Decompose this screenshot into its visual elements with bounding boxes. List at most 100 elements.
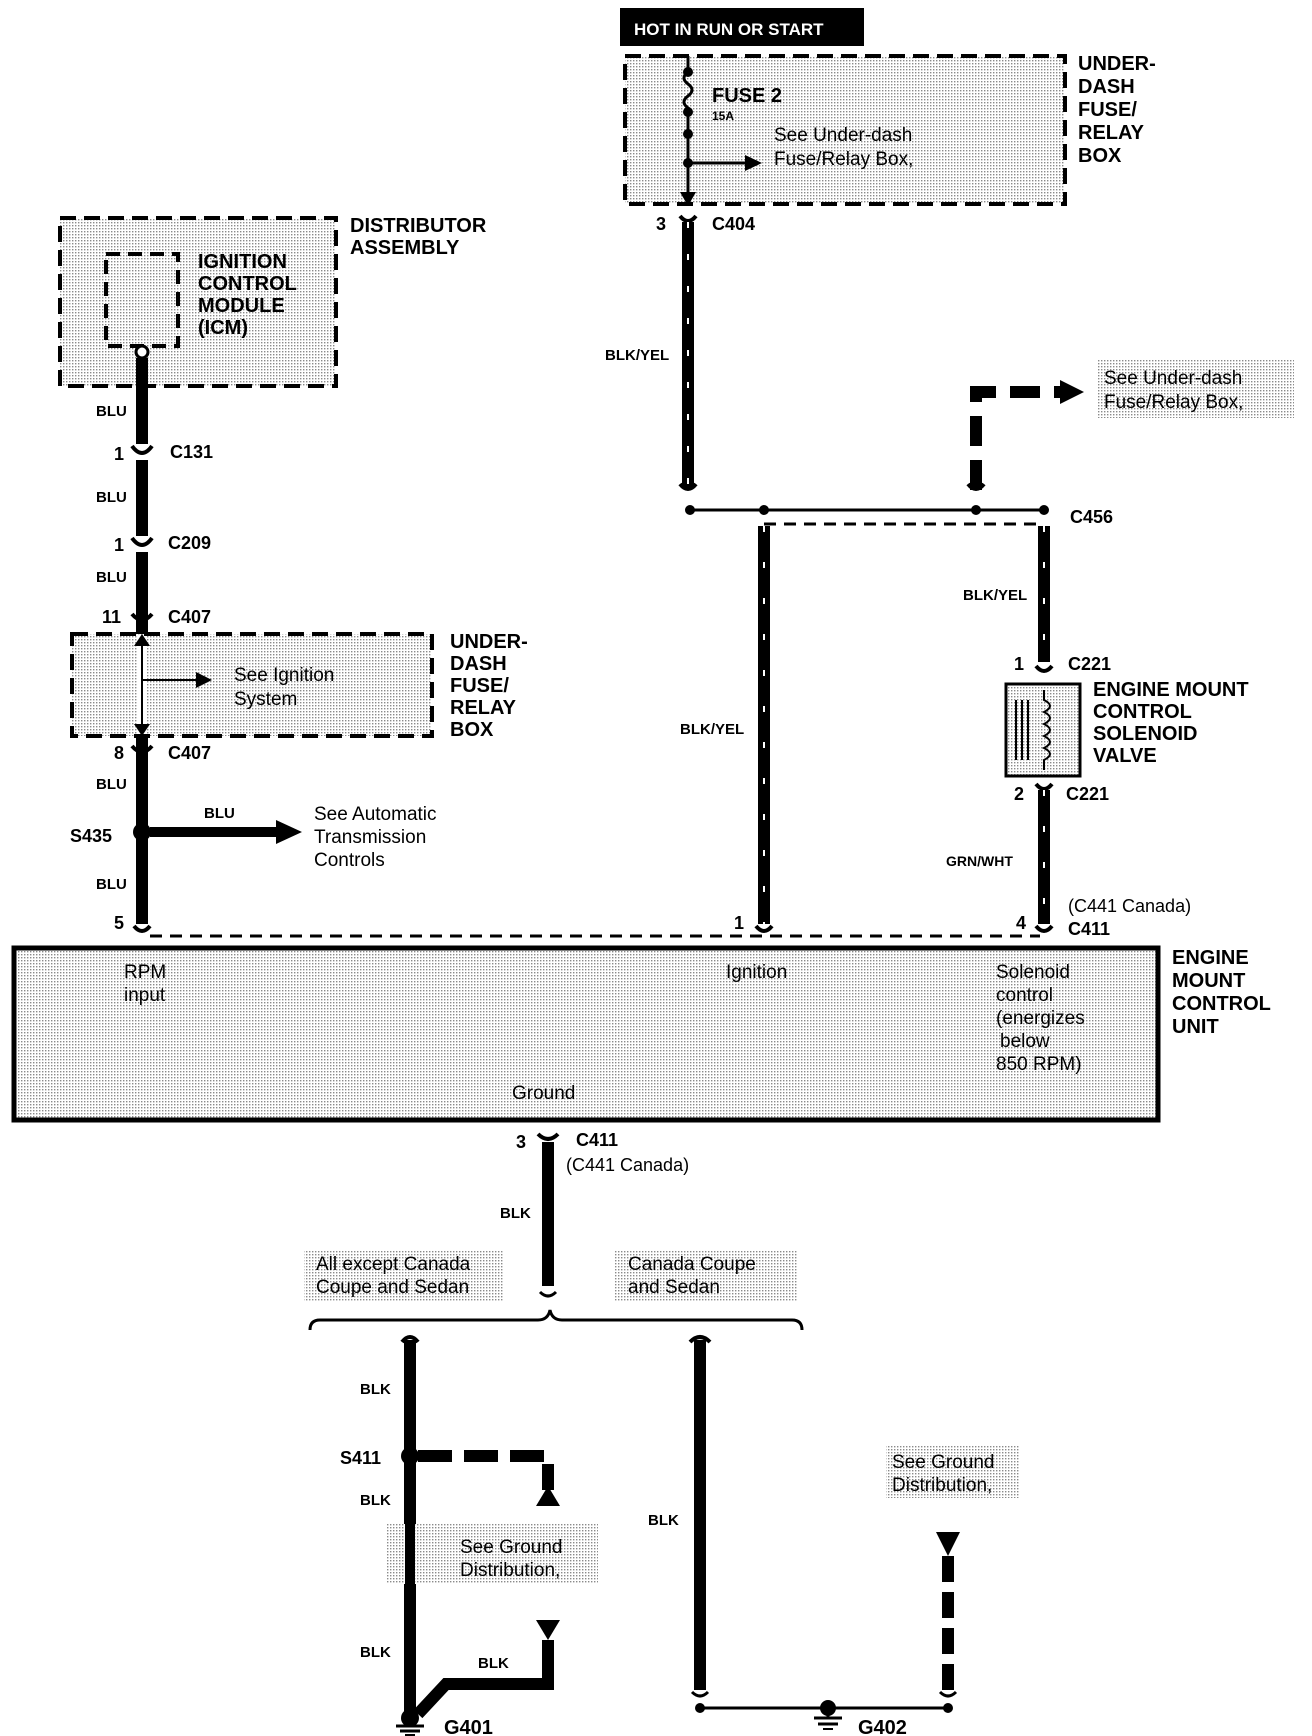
right-ref-box (1098, 360, 1294, 418)
svg-text:MODULE: MODULE (198, 295, 285, 317)
variant-b-line-2: and Sedan (628, 1277, 720, 1298)
wire-label-blk-3: BLK (360, 1492, 391, 1509)
svg-text:Transmission: Transmission (314, 827, 426, 848)
c209-pin: 1 (114, 535, 124, 555)
wire-label-blu-5: BLU (96, 876, 127, 893)
wire-branch-right (970, 386, 1060, 490)
ecu-rpm-label-1: RPM (124, 962, 166, 983)
variant-b-line-1: Canada Coupe (628, 1254, 756, 1275)
arrow-right-icon (196, 672, 212, 688)
ecu-ground-label: Ground (512, 1083, 575, 1104)
ecu-title: ENGINE MOUNT CONTROL UNIT (1172, 947, 1271, 1038)
variant-a-line-2: Coupe and Sedan (316, 1277, 469, 1298)
svg-text:BOX: BOX (1078, 145, 1122, 167)
svg-text:UNDER-: UNDER- (450, 631, 528, 653)
arrow-down-icon (536, 1620, 560, 1640)
wire-label-blk-yel-3: BLK/YEL (963, 587, 1027, 604)
c221-bot-label: C221 (1066, 784, 1109, 804)
g401-label: G401 (444, 1717, 493, 1736)
svg-text:BOX: BOX (450, 719, 494, 741)
c456-label: C456 (1070, 507, 1113, 527)
coil-icon (1041, 690, 1051, 770)
splice-s435 (133, 823, 151, 841)
right-ref-line-1: See Under-dash (1104, 368, 1242, 389)
ecu-pin-1: 1 (734, 913, 744, 933)
variant-brace (308, 1309, 804, 1331)
arrow-right-icon (745, 155, 762, 171)
svg-text:UNIT: UNIT (1172, 1016, 1219, 1038)
svg-text:Solenoid: Solenoid (996, 962, 1070, 983)
svg-text:CONTROL: CONTROL (1172, 993, 1271, 1015)
variant-b-box (614, 1250, 798, 1302)
arrow-right-icon (276, 820, 302, 844)
c407-bot-label: C407 (168, 743, 211, 763)
right-ref-line-2: Fuse/Relay Box, (1104, 392, 1243, 413)
svg-text:MOUNT: MOUNT (1172, 970, 1245, 992)
svg-text:control: control (996, 985, 1053, 1006)
ground-g402-icon (814, 1712, 842, 1730)
ecu-ignition-label: Ignition (726, 962, 787, 983)
ecu-pin-4: 4 (1016, 913, 1026, 933)
svg-text:UNDER-: UNDER- (1078, 53, 1156, 75)
fuse-rating: 15A (712, 109, 734, 123)
c221-top-label: C221 (1068, 654, 1111, 674)
c209-label: C209 (168, 533, 211, 553)
svg-text:below: below (1000, 1031, 1050, 1052)
underdash-fuse-box-left (70, 632, 434, 738)
c407-bot-pin: 8 (114, 743, 124, 763)
wire-label-blk-yel-2: BLK/YEL (680, 721, 744, 738)
wire-label-blk-1: BLK (500, 1205, 531, 1222)
c407-top-label: C407 (168, 607, 211, 627)
underdash-box-title-left: UNDER- DASH FUSE/ RELAY BOX (450, 631, 528, 741)
see-ground-1-line-1: See Ground (460, 1537, 562, 1558)
arrow-down-icon (936, 1532, 960, 1556)
underdash-box-title-top: UNDER- DASH FUSE/ RELAY BOX (1078, 53, 1156, 167)
svg-text:DISTRIBUTOR: DISTRIBUTOR (350, 215, 487, 237)
wire-label-blk-2: BLK (360, 1381, 391, 1398)
variant-a-box (304, 1250, 504, 1302)
see-ground-ref-2 (886, 1446, 1020, 1498)
fuse-see-line-1: See Under-dash (774, 125, 912, 146)
c411-bot-pin: 3 (516, 1132, 526, 1152)
c407-top-pin: 11 (102, 607, 121, 627)
svg-text:CONTROL: CONTROL (1093, 701, 1192, 723)
s411-label: S411 (340, 1448, 381, 1468)
arrow-down-icon (680, 192, 696, 206)
arrow-right-icon (1060, 380, 1084, 404)
svg-text:(energizes: (energizes (996, 1008, 1085, 1029)
c131-pin: 1 (114, 444, 124, 464)
arrow-up-icon (536, 1486, 560, 1506)
left-box-see-line-1: See Ignition (234, 665, 334, 686)
left-box-see-line-2: System (234, 689, 297, 710)
distributor-title: DISTRIBUTOR ASSEMBLY (350, 215, 487, 259)
c441-top-label: (C441 Canada) (1068, 896, 1191, 916)
s435-label: S435 (70, 826, 112, 846)
c131-label: C131 (170, 442, 213, 462)
engine-mount-control-unit (11, 945, 1161, 1123)
wire-label-blk-4: BLK (360, 1644, 391, 1661)
g402-label: G402 (858, 1717, 907, 1736)
ecu-rpm-label-2: input (124, 985, 166, 1006)
svg-text:FUSE/: FUSE/ (450, 675, 509, 697)
icm-title: IGNITION CONTROL MODULE (ICM) (198, 251, 297, 339)
ground-g401-icon (396, 1722, 424, 1736)
c411-bot-label: C411 (576, 1130, 618, 1150)
fuse-see-line-2: Fuse/Relay Box, (774, 149, 913, 170)
svg-text:RELAY: RELAY (1078, 122, 1145, 144)
wire-label-blu-1: BLU (96, 403, 127, 420)
wire-label-blk-6: BLK (648, 1512, 679, 1529)
variant-a-line-1: All except Canada (316, 1254, 471, 1275)
c221-top-pin: 1 (1014, 654, 1024, 674)
ecu-pin-5: 5 (114, 913, 124, 933)
underdash-fuse-box-top (623, 54, 1067, 206)
c221-bot-pin: 2 (1014, 784, 1024, 804)
hot-in-run-start-banner (620, 8, 864, 46)
svg-text:VALVE: VALVE (1093, 745, 1157, 767)
svg-text:DASH: DASH (1078, 76, 1135, 98)
wire-label-grn-wht: GRN/WHT (946, 853, 1013, 869)
c404-label: C404 (712, 214, 755, 234)
svg-text:ENGINE: ENGINE (1172, 947, 1249, 969)
splice-s411 (401, 1447, 419, 1465)
svg-text:See Automatic: See Automatic (314, 804, 437, 825)
